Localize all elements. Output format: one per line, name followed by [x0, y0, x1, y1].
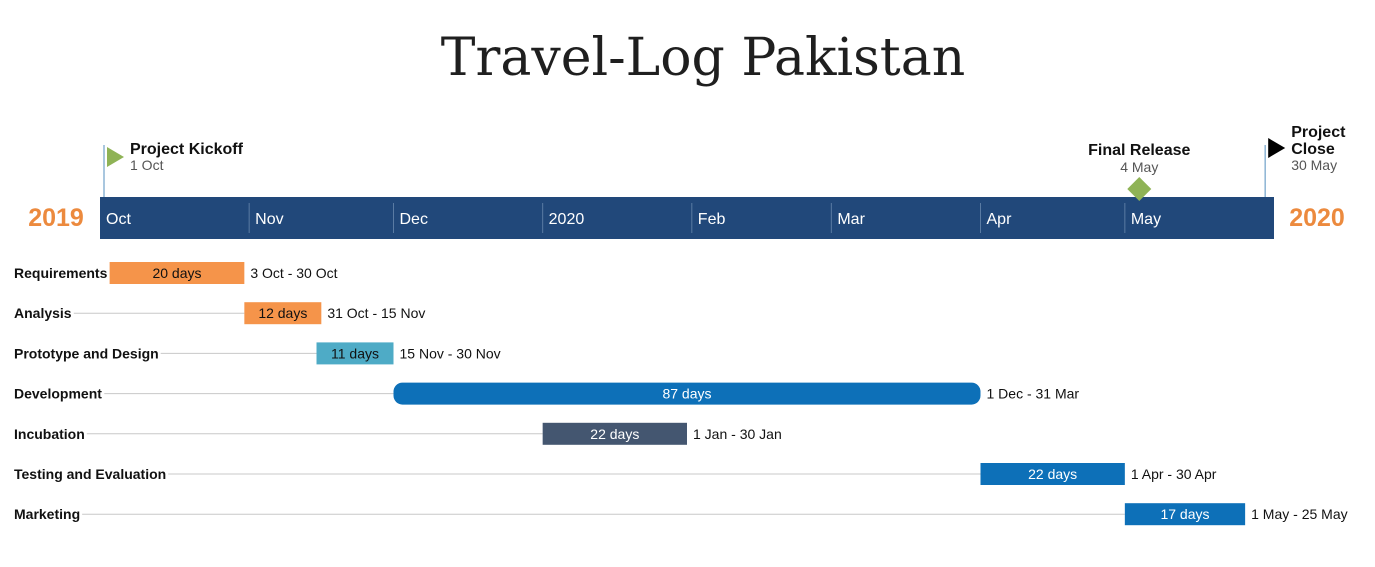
task-date-range: 1 Dec - 31 Mar [987, 386, 1080, 402]
scale-label: Oct [106, 211, 131, 228]
task-bar [1124, 503, 1246, 526]
task-row: Development 87 days 1 Dec - 31 Mar [12, 382, 1080, 405]
milestone-date: 30 May [1291, 157, 1337, 173]
chart-title: Travel-Log Pakistan [441, 28, 965, 88]
task-name: Analysis [14, 305, 72, 321]
task-duration-label: 11 days [331, 345, 379, 361]
task-date-range: 1 Apr - 30 Apr [1131, 466, 1217, 482]
task-bar [542, 422, 687, 445]
task-duration-label: 17 days [1160, 506, 1209, 522]
start-year-label: 2019 [28, 204, 84, 232]
task-rows: Requirements 20 days 3 Oct - 30 OctAnalysi… [12, 262, 1348, 526]
milestone-name: Final Release [1088, 142, 1190, 159]
task-date-range: 1 Jan - 30 Jan [693, 426, 782, 442]
task-name: Testing and Evaluation [14, 466, 166, 482]
task-row: Testing and Evaluation 22 days 1 Apr - 30 … [12, 463, 1217, 485]
task-duration-label: 20 days [152, 265, 201, 281]
milestone-diamond-icon [1127, 177, 1152, 201]
scale-label: May [1131, 211, 1161, 228]
milestone-flag-icon [1268, 138, 1286, 158]
task-row: Prototype and Design 11 days 15 Nov - 30 N… [12, 342, 501, 365]
task-name-backing [12, 425, 87, 442]
timeline-band [100, 197, 1274, 239]
end-year-label: 2020 [1289, 204, 1345, 232]
task-name: Marketing [14, 506, 80, 522]
task-duration-label: 12 days [258, 305, 307, 321]
task-name-backing [12, 385, 105, 402]
task-name-backing [12, 466, 169, 482]
task-date-range: 31 Oct - 15 Nov [327, 305, 425, 321]
task-name-backing [12, 265, 110, 281]
task-row: Marketing 17 days 1 May - 25 May [12, 503, 1348, 526]
task-duration-label: 87 days [662, 386, 711, 402]
task-name-backing [12, 305, 74, 322]
scale-label: Feb [698, 211, 726, 228]
scale-label: 2020 [549, 211, 585, 228]
task-bar [316, 342, 394, 365]
task-date-range: 3 Oct - 30 Oct [250, 265, 337, 281]
task-bar [980, 463, 1125, 485]
task-name: Prototype and Design [14, 345, 159, 361]
timeline-scale: Oct Nov Dec 2020 Feb Mar Apr May [106, 203, 1161, 233]
task-bar [393, 382, 981, 405]
task-bar [244, 302, 322, 325]
task-row: Incubation 22 days 1 Jan - 30 Jan [12, 422, 782, 445]
task-date-range: 1 May - 25 May [1251, 506, 1347, 522]
milestone-date: 4 May [1120, 159, 1158, 175]
task-name-backing [12, 506, 83, 523]
task-date-range: 15 Nov - 30 Nov [400, 345, 501, 361]
task-bar [109, 262, 245, 284]
scale-label: Dec [400, 211, 428, 228]
milestone-flag-icon [107, 147, 124, 167]
scale-label: Nov [255, 211, 283, 228]
task-duration-label: 22 days [590, 426, 639, 442]
task-name: Development [14, 386, 102, 402]
task-name-backing [12, 345, 161, 362]
milestone-date: 1 Oct [130, 157, 164, 173]
task-name: Incubation [14, 426, 85, 442]
scale-label: Apr [987, 211, 1013, 228]
task-row: Requirements 20 days 3 Oct - 30 Oct [12, 262, 338, 284]
milestone-markers [1127, 177, 1152, 201]
task-duration-label: 22 days [1028, 466, 1077, 482]
task-name: Requirements [14, 265, 108, 281]
task-row: Analysis 12 days 31 Oct - 15 Nov [12, 302, 425, 325]
milestone-name: Project Kickoff [130, 141, 244, 158]
scale-label: Mar [837, 211, 865, 228]
